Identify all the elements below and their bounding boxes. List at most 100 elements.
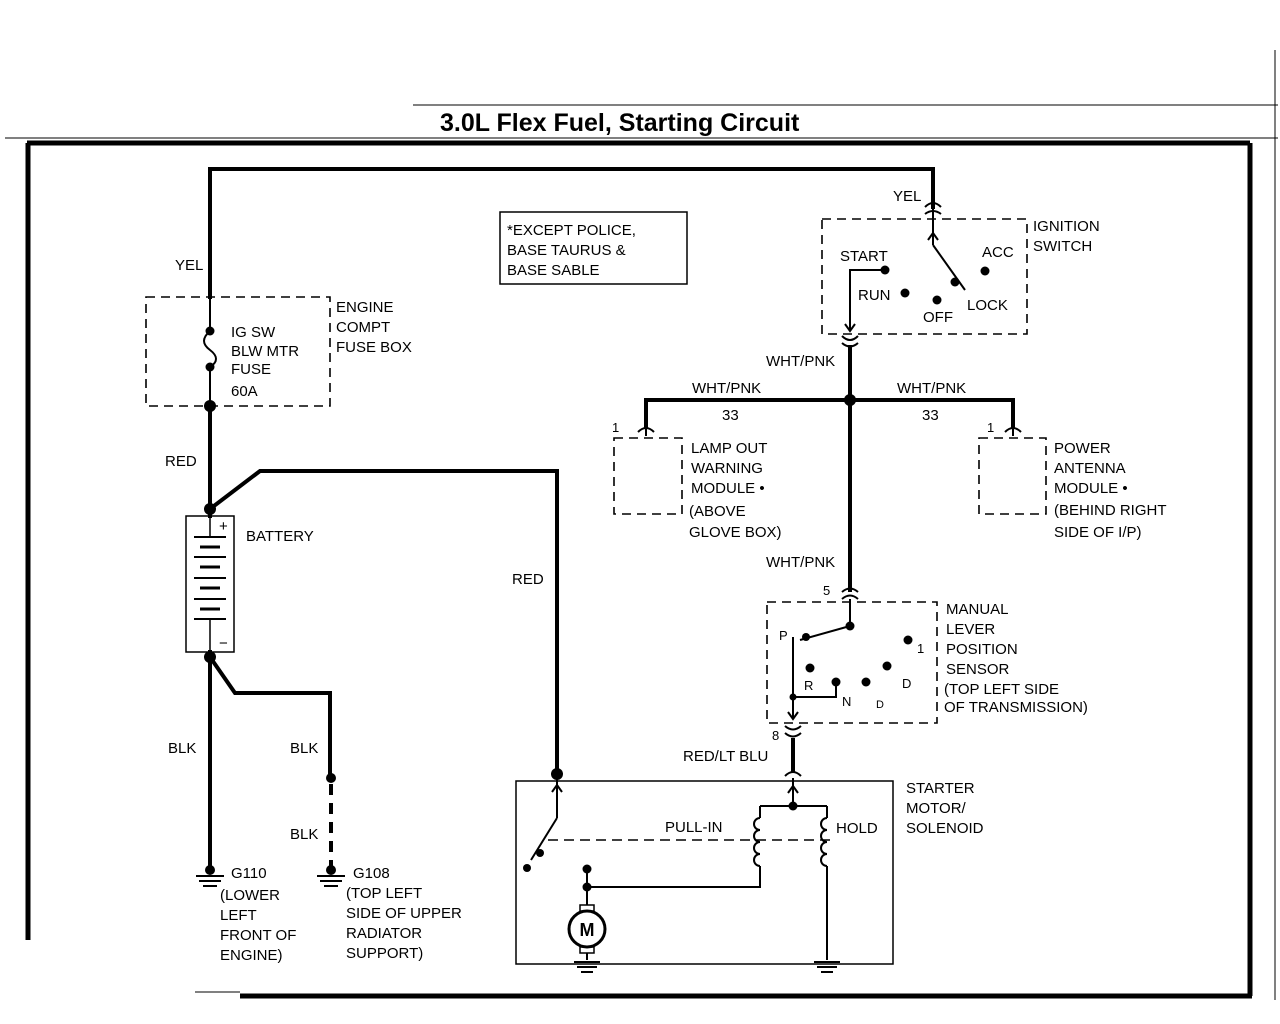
ground-g108: G108 (TOP LEFT SIDE OF UPPER RADIATOR SU… xyxy=(317,865,462,962)
g108-id: G108 xyxy=(353,865,390,882)
ignition-switch: START RUN OFF LOCK ACC IGNITION SWITCH xyxy=(821,202,1100,348)
manual-lever-position-sensor: 5 P 1 R N D D 8 MANUAL LEVER POSITION SE… xyxy=(766,583,1088,743)
wire-label-blk-1: BLK xyxy=(168,740,196,757)
g110-id: G110 xyxy=(231,865,267,882)
lamp-out-warning-module: 1 LAMP OUT WARNING MODULE • (ABOVE GLOVE… xyxy=(612,420,782,541)
wire-label-yel-left: YEL xyxy=(175,257,203,274)
ign-pos-off: OFF xyxy=(923,309,953,326)
g110-loc-1: (LOWER xyxy=(220,887,280,904)
starter-label-1: STARTER xyxy=(906,780,975,797)
fuse-name-1: IG SW xyxy=(231,324,276,341)
hold-label: HOLD xyxy=(836,820,878,837)
fuse-rating: 60A xyxy=(231,383,258,400)
power-antenna-pin: 1 xyxy=(987,420,994,435)
pull-in-label: PULL-IN xyxy=(665,819,723,836)
wire-label-red-lt-blu: RED/LT BLU xyxy=(683,748,768,765)
wire-label-blk-2: BLK xyxy=(290,740,318,757)
battery-negative: − xyxy=(219,635,228,652)
wire-label-wht-pnk-right: WHT/PNK xyxy=(897,380,966,397)
circuit-number-right: 33 xyxy=(922,407,939,424)
starter-label-2: MOTOR/ xyxy=(906,800,967,817)
ign-pos-start: START xyxy=(840,248,888,265)
ign-pos-acc: ACC xyxy=(982,244,1014,261)
fuse-name-2: BLW MTR xyxy=(231,343,299,360)
ign-label-1: IGNITION xyxy=(1033,218,1100,235)
mlps-label-2: LEVER xyxy=(946,621,995,638)
ground-g110: G110 (LOWER LEFT FRONT OF ENGINE) xyxy=(196,865,296,964)
wire-label-wht-pnk-lower: WHT/PNK xyxy=(766,554,835,571)
wire-label-red-left: RED xyxy=(165,453,197,470)
wire-label-yel-top: YEL xyxy=(893,188,921,205)
ign-pos-lock: LOCK xyxy=(967,297,1008,314)
g110-loc-4: ENGINE) xyxy=(220,947,283,964)
mlps-label-4: SENSOR xyxy=(946,661,1010,678)
mlps-label-6: OF TRANSMISSION) xyxy=(944,699,1088,716)
mlps-pos-n: N xyxy=(842,694,851,709)
power-antenna-label-3: MODULE • xyxy=(1054,480,1128,497)
mlps-pin-in: 5 xyxy=(823,583,830,598)
pull-in-coil xyxy=(753,817,761,867)
note-box: *EXCEPT POLICE, BASE TAURUS & BASE SABLE xyxy=(499,211,688,285)
ign-pos-run: RUN xyxy=(858,287,891,304)
fuse-box-label-2: COMPT xyxy=(336,319,390,336)
battery-label: BATTERY xyxy=(246,528,314,545)
power-antenna-label-1: POWER xyxy=(1054,440,1111,457)
mlps-pin-out: 8 xyxy=(772,728,779,743)
mlps-pos-d: D xyxy=(902,676,911,691)
g108-loc-1: (TOP LEFT xyxy=(346,885,422,902)
g108-loc-3: RADIATOR xyxy=(346,925,422,942)
red-wires: RED RED xyxy=(165,404,563,780)
red-lt-blu-wire: RED/LT BLU xyxy=(683,738,802,777)
mlps-pos-1: 1 xyxy=(917,641,924,656)
starter-label-3: SOLENOID xyxy=(906,820,984,837)
lamp-out-label-1: LAMP OUT xyxy=(691,440,767,457)
lamp-out-label-5: GLOVE BOX) xyxy=(689,524,782,541)
wire-label-wht-pnk-ign: WHT/PNK xyxy=(766,353,835,370)
fuse-element xyxy=(203,330,217,368)
power-antenna-label-2: ANTENNA xyxy=(1054,460,1126,477)
battery-positive: + xyxy=(219,518,228,535)
note-line-3: BASE SABLE xyxy=(507,262,600,279)
wht-pnk-wires: WHT/PNK WHT/PNK WHT/PNK 33 33 WHT/PNK xyxy=(644,345,1015,592)
note-line-1: *EXCEPT POLICE, xyxy=(507,222,636,239)
mlps-label-1: MANUAL xyxy=(946,601,1009,618)
engine-fuse-box: IG SW BLW MTR FUSE 60A ENGINE COMPT FUSE… xyxy=(145,296,412,412)
motor-label: M xyxy=(580,920,595,940)
power-antenna-label-5: SIDE OF I/P) xyxy=(1054,524,1142,541)
mlps-pos-d-small: D xyxy=(876,699,884,711)
wire-label-red-mid: RED xyxy=(512,571,544,588)
g110-loc-3: FRONT OF xyxy=(220,927,296,944)
g108-loc-4: SUPPORT) xyxy=(346,945,423,962)
hold-coil xyxy=(820,817,828,867)
header: 3.0L Flex Fuel, Starting Circuit xyxy=(5,50,1278,1000)
mlps-pos-p: P xyxy=(779,628,788,643)
starter-ground-motor xyxy=(574,961,600,973)
circuit-number-left: 33 xyxy=(722,407,739,424)
g110-loc-2: LEFT xyxy=(220,907,257,924)
yel-wire: YEL YEL xyxy=(175,167,935,299)
ground-wires: BLK BLK BLK xyxy=(168,650,336,872)
note-line-2: BASE TAURUS & xyxy=(507,242,626,259)
fuse-box-label-3: FUSE BOX xyxy=(336,339,412,356)
page-title: 3.0L Flex Fuel, Starting Circuit xyxy=(440,109,800,137)
starter-ground-hold xyxy=(814,961,840,973)
mlps-pos-r: R xyxy=(804,678,813,693)
lamp-out-label-4: (ABOVE xyxy=(689,503,746,520)
wire-label-blk-3: BLK xyxy=(290,826,318,843)
fuse-box-label-1: ENGINE xyxy=(336,299,394,316)
fuse-name-3: FUSE xyxy=(231,361,271,378)
starter-motor-solenoid: STARTER MOTOR/ SOLENOID PULL-IN HOLD M xyxy=(515,774,984,973)
lamp-out-label-3: MODULE • xyxy=(691,480,765,497)
power-antenna-module: 1 POWER ANTENNA MODULE • (BEHIND RIGHT S… xyxy=(978,420,1167,541)
lamp-out-label-2: WARNING xyxy=(691,460,763,477)
lamp-out-pin: 1 xyxy=(612,420,619,435)
g108-loc-2: SIDE OF UPPER xyxy=(346,905,462,922)
power-antenna-label-4: (BEHIND RIGHT xyxy=(1054,502,1167,519)
mlps-label-5: (TOP LEFT SIDE xyxy=(944,681,1059,698)
battery: + − BATTERY xyxy=(185,507,314,653)
ign-label-2: SWITCH xyxy=(1033,238,1092,255)
diagram-frame xyxy=(25,140,1253,999)
wire-label-wht-pnk-left: WHT/PNK xyxy=(692,380,761,397)
mlps-label-3: POSITION xyxy=(946,641,1018,658)
